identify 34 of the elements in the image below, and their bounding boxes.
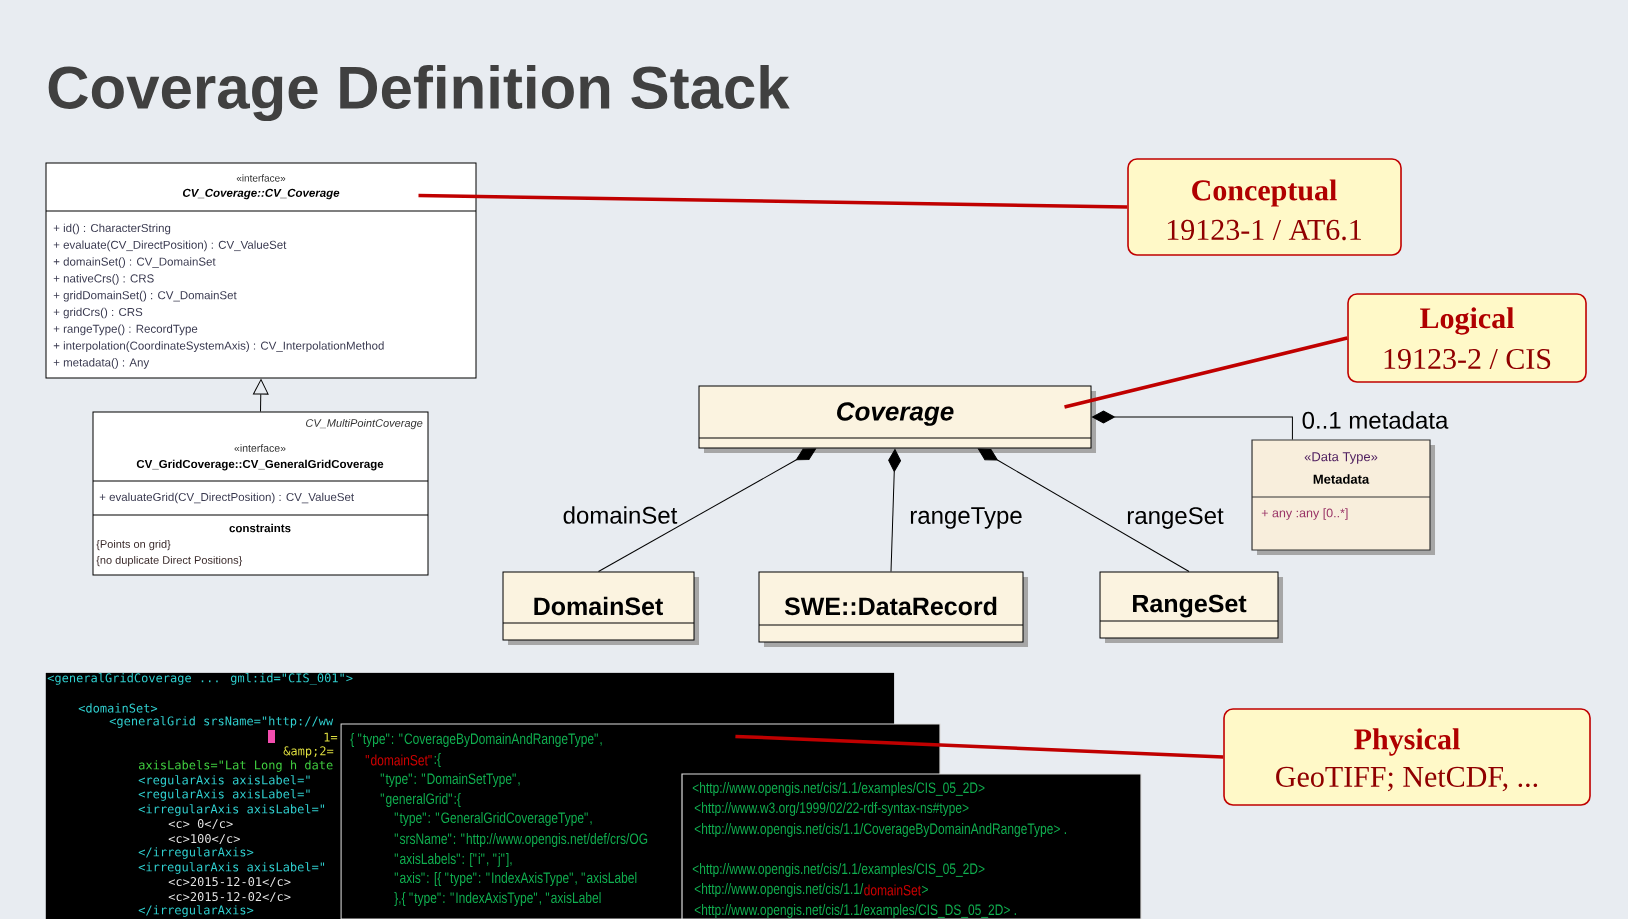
class-box: Coverage — [698, 385, 1096, 453]
composition-line — [598, 448, 816, 572]
leader-line — [418, 193, 1128, 209]
interface-box: CV_MultiPointCoverage «interface» CV_GridCoverage::CV_GeneralGridCoverage + evaluateGrid(CV_DirectPosition) : CV_ValueSet constraints {Points on grid} {no duplicate Direct Positions} — [92, 411, 429, 576]
edge-label: 0..1 metadata — [1300, 410, 1450, 430]
title: Coverage Definition Stack — [48, 64, 790, 122]
node-label: :{ — [434, 753, 441, 767]
edge-label: rangeType — [908, 506, 1024, 530]
leader-line — [735, 734, 1224, 759]
edge-label: rangeSet — [1125, 506, 1225, 530]
node-label: "srsName": "http://www.opengis.net/def/crs/OG — [394, 833, 648, 847]
node-label: { "type": "CoverageByDomainAndRangeType", — [350, 733, 602, 747]
edge-label: domainSet — [561, 505, 679, 525]
composition-line — [977, 448, 1190, 572]
code-panel: <http://www.opengis.net/cis/1.1/examples/CIS_05_2D> <http://www.w3.org/1999/02/22-rdf-syntax-ns#type> <http://www.opengis.net/cis/1.1/CoverageByDomainAndRangeType> . <http://www.opengis.net/cis/1.1/examples/CIS_05_2D> <http://www.opengis.net/cis/1.1/domainSet> <http://www.opengis.net/cis/1.1/examples/CIS_DS_05_2D> . — [681, 773, 1142, 919]
composition-line — [888, 449, 902, 572]
class-box: DomainSet — [502, 571, 699, 645]
node-label: "axis": [{ "type": "IndexAxisType", "axisLabel — [394, 872, 637, 886]
node-label: "type": "DomainSetType", — [380, 773, 520, 787]
composition-line — [1092, 410, 1293, 440]
class-box: «Data Type» Metadata + any :any [0..*] — [1251, 439, 1435, 555]
class-box: SWE::DataRecord — [758, 571, 1028, 647]
node-label: },{ "type": "IndexAxisType", "axisLabel — [394, 892, 601, 906]
class-box: RangeSet — [1099, 571, 1283, 643]
callout-box: Logical 19123-2 / CIS — [1347, 293, 1587, 383]
node-label: "type": "GeneralGridCoverageType", — [394, 812, 592, 826]
node-label: "axisLabels": ["i", "j"], — [394, 853, 512, 867]
callout-box: Conceptual 19123-1 / AT6.1 — [1127, 158, 1402, 256]
interface-box: «interface» CV_Coverage::CV_Coverage + id() : CharacterString + evaluate(CV_DirectPosition) : CV_ValueSet + domainSet() : CV_DomainSet + nativeCrs() : CRS + gridDomainSet() : CV_DomainSet + gridCrs() : CRS + rangeType() : RecordType + interpolation(CoordinateSystemAxis) : CV_InterpolationMethod + metadata() : Any — [45, 162, 477, 379]
leader-line — [1064, 336, 1348, 409]
callout-box: Physical GeoTIFF; NetCDF, ... — [1223, 708, 1591, 806]
generalization-arrow — [252, 379, 269, 412]
node-label: "domainSet" — [365, 754, 432, 766]
node-label: "generalGrid":{ — [380, 793, 461, 807]
